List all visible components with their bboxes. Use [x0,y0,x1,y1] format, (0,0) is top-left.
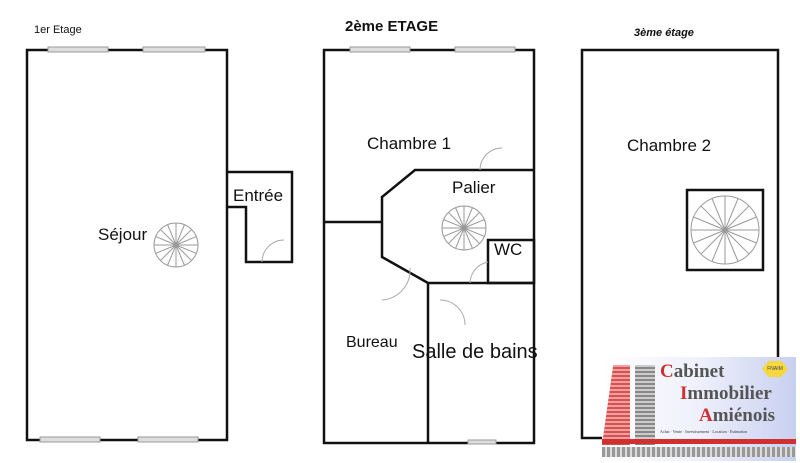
room-salle-de-bains: Salle de bains [412,341,538,363]
room-sejour: Séjour [98,225,148,244]
logo-tower-icon [635,365,655,445]
floor3-title: 3ème étage [634,27,694,39]
floor1-outline [25,48,229,442]
agency-logo: Cabinet Immobilier Amiénois Achat · Vent… [602,357,796,461]
room-palier: Palier [452,178,496,197]
wc-walls [486,238,536,285]
room-chambre-2: Chambre 2 [627,136,712,155]
windows [39,46,516,445]
palier-walls [380,168,534,285]
fnaim-badge: FNAIM [762,361,788,377]
entree-walls [227,170,294,264]
spiral-stair-floor2 [441,205,487,251]
floor1-title: 1er Etage [34,24,82,36]
spiral-stair-floor1 [153,222,199,268]
logo-building-icon [602,365,630,445]
room-chambre-1: Chambre 1 [367,134,452,153]
spiral-stair-floor3 [690,195,760,265]
floor2-title: 2ème ETAGE [345,18,439,35]
room-entree: Entrée [233,186,284,205]
door-swings [261,147,503,326]
room-wc: WC [494,240,523,259]
stair-opening [685,188,765,272]
room-bureau: Bureau [346,334,398,351]
